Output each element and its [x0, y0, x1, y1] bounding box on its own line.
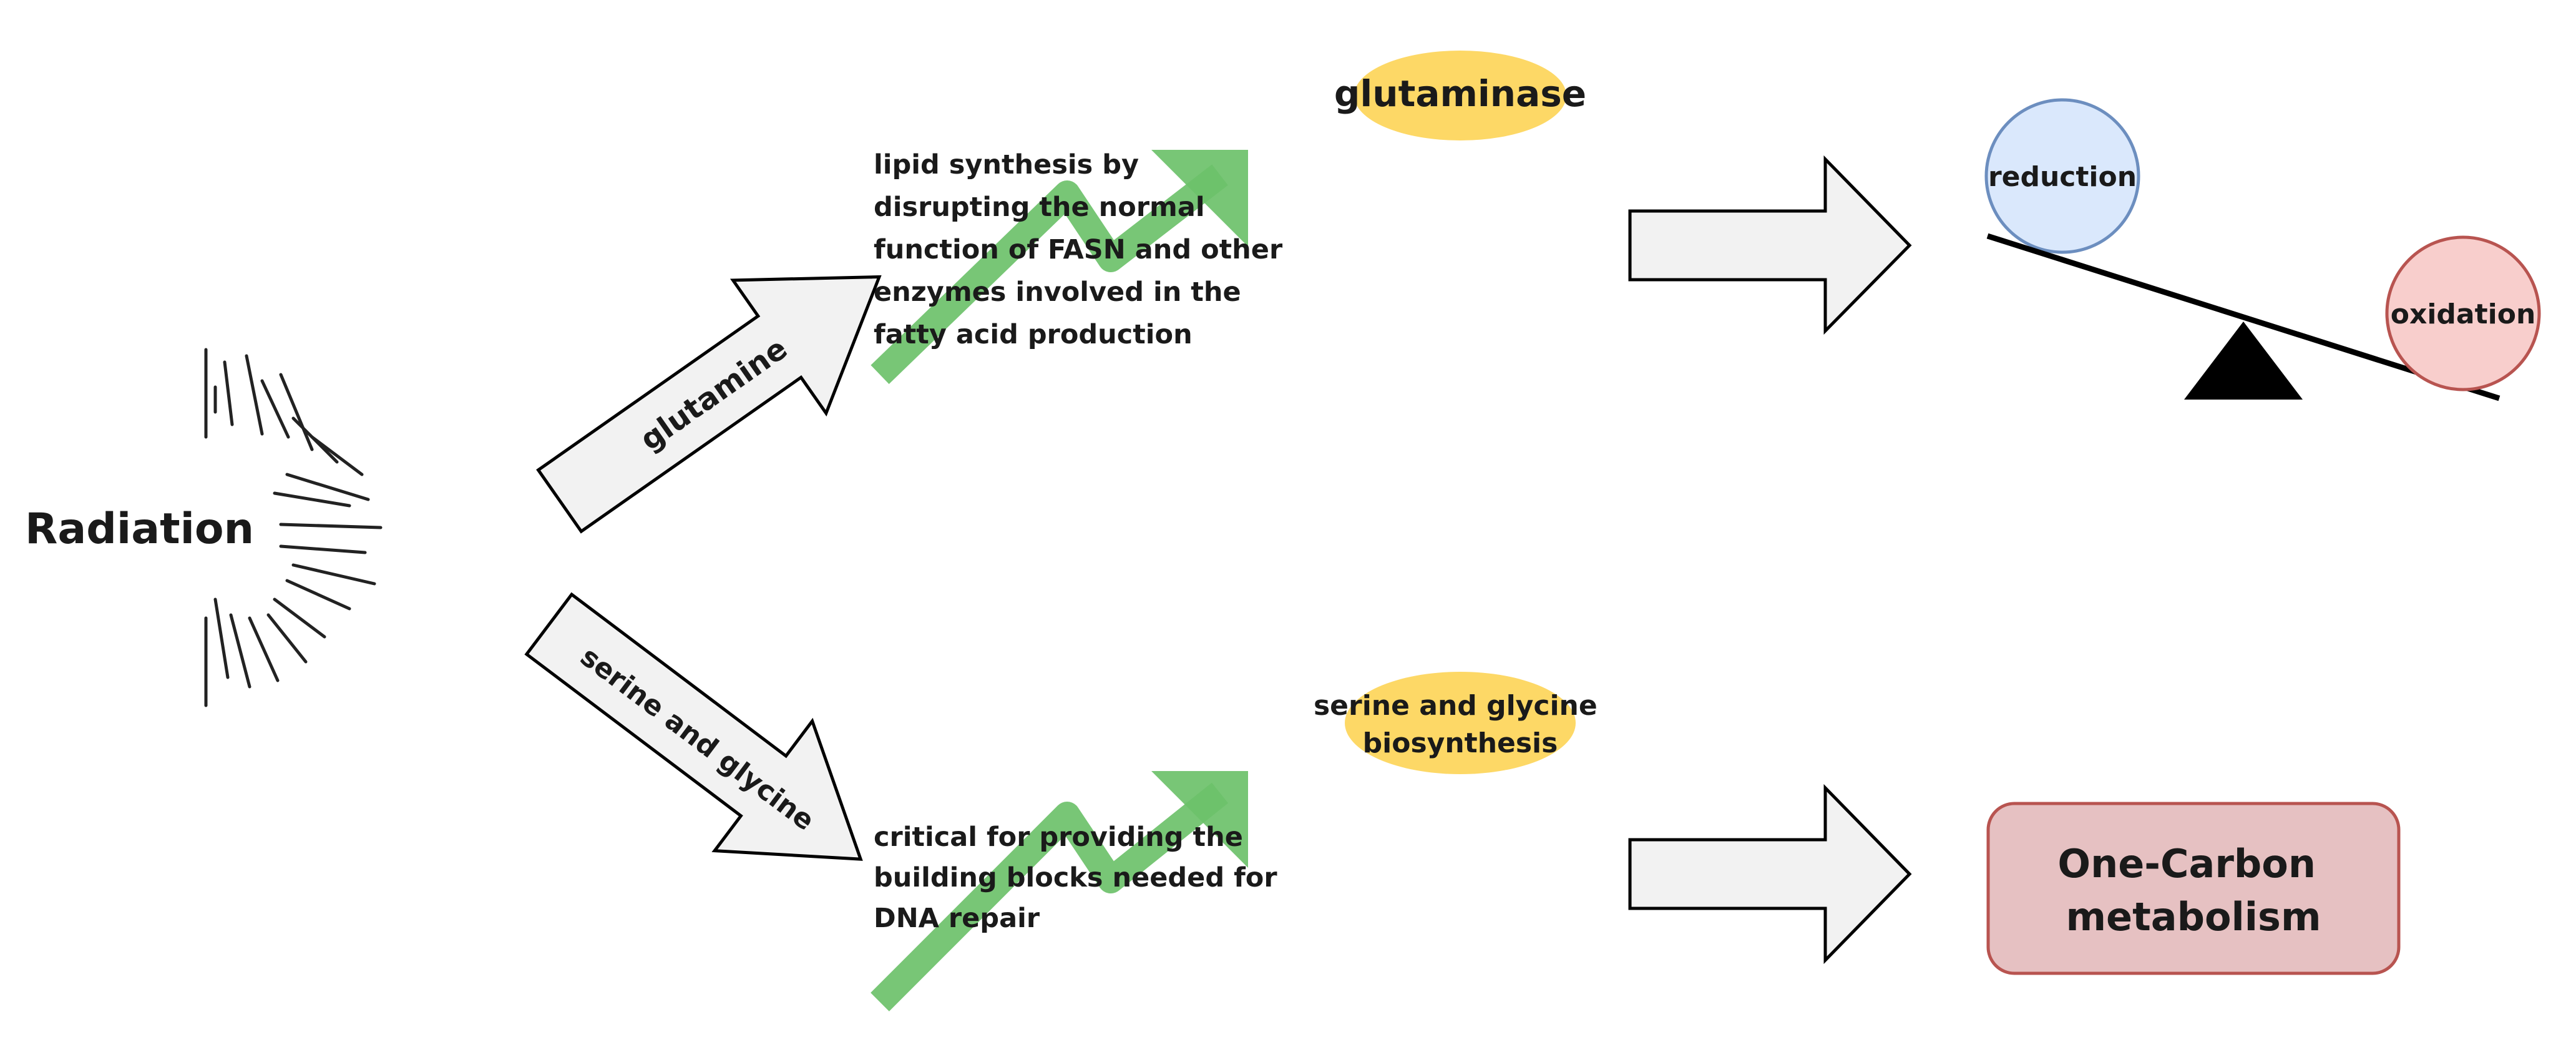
- one-carbon-label: One-Carbon metabolism: [2057, 841, 2329, 940]
- serine-effect-line: building blocks needed for: [874, 862, 1277, 893]
- glutamine-effect-line: function of FASN and other: [874, 234, 1283, 265]
- glutaminase-label: glutaminase: [1334, 72, 1586, 115]
- metabolism-line: One-Carbon: [2057, 841, 2316, 887]
- serine-glycine-biosynthesis-label: serine and glycine biosynthesis: [1314, 690, 1607, 759]
- lower-right-arrow: [1628, 784, 1912, 965]
- glutamine-effect-line: lipid synthesis by: [874, 149, 1139, 180]
- upper-right-arrow: [1628, 155, 1912, 335]
- serine-effect-line: DNA repair: [874, 903, 1040, 934]
- metabolism-line: metabolism: [2066, 894, 2321, 940]
- trend-up-arrow-upper: [871, 150, 1248, 385]
- balance-fulcrum: [2184, 322, 2303, 400]
- glutamine-effect-line: fatty acid production: [874, 319, 1193, 350]
- biosynthesis-line: serine and glycine: [1314, 690, 1598, 722]
- one-carbon-metabolism-box: One-Carbon metabolism: [1986, 802, 2401, 975]
- glutamine-effect-text: lipid synthesis by disrupting the normal…: [874, 149, 1292, 350]
- redox-balance: reduction oxidation: [1984, 98, 2541, 401]
- trend-up-arrow-lower: [871, 771, 1248, 1011]
- radiation-label: Radiation: [25, 504, 254, 554]
- serine-glycine-effect-text: critical for providing the building bloc…: [874, 822, 1287, 934]
- reduction-label: reduction: [1988, 161, 2137, 193]
- glutamine-arrow: glutamine: [536, 275, 882, 534]
- serine-effect-line: critical for providing the: [874, 822, 1243, 853]
- oxidation-circle: [2385, 235, 2541, 391]
- glutamine-effect-line: disrupting the normal: [874, 192, 1205, 223]
- reduction-circle: [1984, 98, 2140, 254]
- radiation-burst-icon: [204, 348, 383, 707]
- serine-glycine-arrow: serine and glycine: [524, 592, 863, 861]
- glutaminase-node: glutaminase: [1334, 51, 1586, 140]
- oxidation-label: oxidation: [2391, 298, 2536, 330]
- biosynthesis-line: biosynthesis: [1363, 727, 1558, 759]
- serine-glycine-biosynthesis-node: serine and glycine biosynthesis: [1314, 672, 1607, 774]
- serine-glycine-arrow-label: serine and glycine: [575, 641, 821, 837]
- glutamine-effect-line: enzymes involved in the: [874, 277, 1241, 308]
